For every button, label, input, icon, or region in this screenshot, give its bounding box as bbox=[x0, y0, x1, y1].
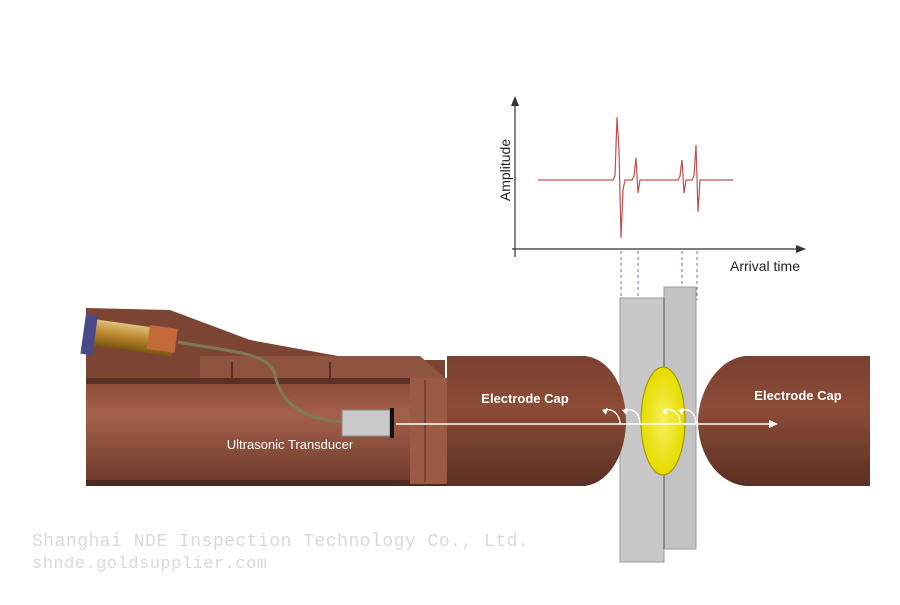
y-axis-arrowhead bbox=[511, 96, 519, 106]
holder-collar bbox=[410, 378, 448, 484]
weld-nugget bbox=[640, 366, 686, 476]
echo-signal bbox=[538, 116, 733, 239]
ultrasonic-transducer: Ultrasonic Transducer bbox=[227, 408, 394, 452]
echo-guide-lines bbox=[620, 251, 698, 300]
right-cap-label: Electrode Cap bbox=[754, 388, 841, 403]
welding-gun-holder bbox=[80, 308, 448, 486]
transducer-cable bbox=[177, 340, 346, 424]
beam-arrowhead bbox=[769, 420, 778, 428]
left-electrode-cap: Electrode Cap bbox=[447, 356, 626, 486]
transducer-body bbox=[341, 409, 391, 437]
left-cap-label: Electrode Cap bbox=[481, 391, 568, 406]
x-axis-arrowhead bbox=[796, 245, 806, 253]
holder-ridge bbox=[200, 356, 445, 378]
transducer-label: Ultrasonic Transducer bbox=[227, 437, 354, 452]
waveform-chart: Amplitude Arrival time bbox=[497, 96, 806, 300]
watermark-url: shnde.goldsupplier.com bbox=[32, 555, 268, 574]
transducer-element bbox=[390, 408, 394, 438]
x-axis-label: Arrival time bbox=[730, 258, 800, 274]
watermark-company: Shanghai NDE Inspection Technology Co., … bbox=[32, 532, 530, 552]
right-electrode-cap: Electrode Cap bbox=[698, 356, 870, 486]
y-axis-label: Amplitude bbox=[497, 139, 513, 201]
ultrasound-beam bbox=[396, 408, 778, 428]
